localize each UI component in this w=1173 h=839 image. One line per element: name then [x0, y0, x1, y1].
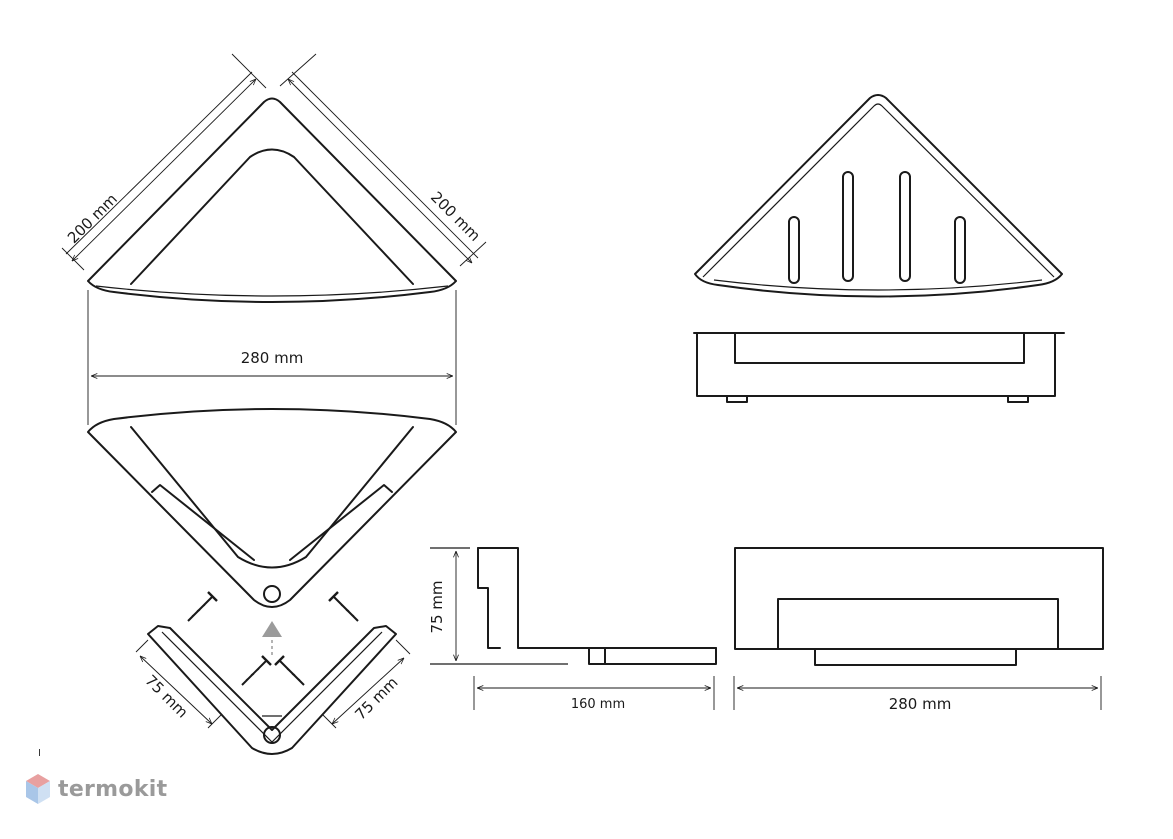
dimension-top-width: 280 mm: [87, 290, 457, 425]
dimension-side-height: 75 mm: [428, 551, 456, 661]
top-right-shelf-view: [694, 94, 1063, 298]
dimension-mount-left: 75 mm: [135, 639, 223, 729]
dimension-mount-right: 75 mm: [321, 639, 411, 729]
dimension-front-width: 280 mm: [733, 676, 1102, 713]
dim-label-top-left: 200 mm: [64, 190, 121, 247]
dim-label-top-right: 200 mm: [427, 188, 484, 245]
screw-icon-3: [241, 655, 272, 686]
side-view: [430, 547, 717, 665]
dimension-side-depth: 160 mm: [473, 676, 715, 712]
dimension-top-left-edge: 200 mm: [61, 53, 267, 271]
small-mark: I: [38, 748, 41, 759]
slot-4: [954, 216, 966, 284]
screw-icon-1: [187, 591, 218, 622]
slot-1: [788, 216, 800, 284]
dim-label-mount-right: 75 mm: [351, 673, 401, 723]
screw-icon-2: [328, 591, 359, 622]
screw-icon-4: [274, 655, 305, 686]
dim-label-front-width: 280 mm: [889, 695, 952, 713]
mounting-bracket: [147, 625, 397, 755]
bottom-view-shelf: [87, 408, 457, 608]
dim-label-top-width: 280 mm: [241, 349, 304, 367]
front-view: [734, 547, 1104, 666]
slot-2: [842, 171, 854, 282]
slot-3: [899, 171, 911, 282]
dim-label-mount-left: 75 mm: [141, 671, 191, 721]
dim-label-side-height: 75 mm: [428, 580, 446, 633]
front-elevation-shelf: [693, 332, 1065, 403]
top-view-shelf: [87, 97, 457, 303]
dim-label-side-depth: 160 mm: [571, 697, 625, 712]
up-arrow-icon: [262, 621, 282, 655]
termokit-logo: termokit: [24, 772, 167, 806]
logo-text: termokit: [58, 776, 168, 802]
dimension-top-right-edge: 200 mm: [279, 53, 487, 267]
cube-logo-icon: [26, 774, 50, 804]
